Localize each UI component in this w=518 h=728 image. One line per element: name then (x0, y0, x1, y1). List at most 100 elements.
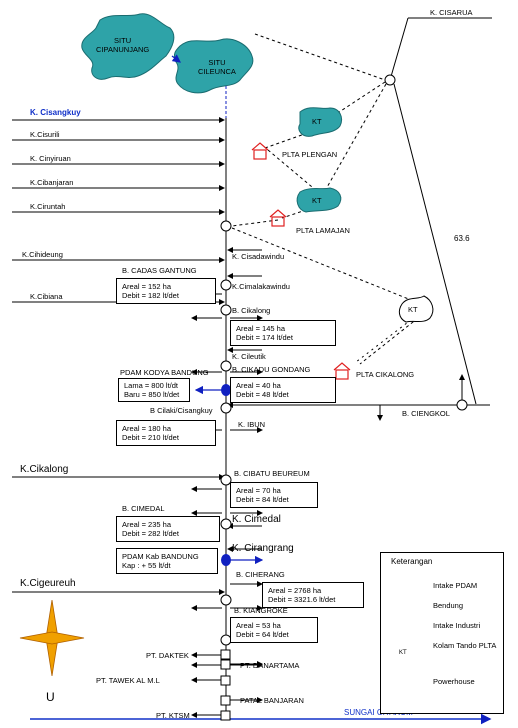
river-cisangkuy-label: K. Cisangkuy (30, 108, 81, 117)
box-cikalong: Areal = 145 ha Debit = 174 lt/det (230, 320, 336, 346)
box-line: Kap : + 55 lt/dt (122, 561, 171, 570)
box-pdam-kab: PDAM Kab BANDUNG Kap : + 55 lt/dt (116, 548, 218, 574)
situ-cipanunjang-shape (81, 13, 175, 80)
situ-cipanunjang-label: SITU CIPANUNJANG (96, 36, 149, 54)
river-cimalakawindu-label: K.Cimalakawindu (232, 282, 290, 291)
box-line: Areal = 145 ha (236, 324, 285, 333)
lake-label-line: CILEUNCA (198, 67, 236, 76)
cisarua-weir (384, 74, 396, 86)
dash-kt3-cikalong (359, 317, 419, 365)
box-line: Debit = 64 lt/det (236, 630, 289, 639)
pdam-kodya-intake (221, 384, 231, 396)
plta-cikalong-icon (333, 362, 351, 380)
weir-cikalong-label: B. Cikalong (232, 306, 271, 315)
box-line: Debit = 210 lt/det (122, 433, 179, 442)
weir-ciherang-label: B. CIHERANG (236, 570, 285, 579)
box-line: Debit = 174 lt/det (236, 333, 293, 342)
legend: Keterangan Intake PDAM Bendung Intake In… (380, 552, 504, 714)
box-cibatu: Areal = 70 ha Debit = 84 lt/det (230, 482, 318, 508)
lake-label-line: CIPANUNJANG (96, 45, 150, 54)
river-cisarua-label: K. CISARUA (430, 8, 473, 17)
box-line: Lama = 800 lt/dt (124, 381, 178, 390)
industry-danartama-label: PT. DANARTAMA (240, 661, 300, 670)
industry-daktek-label: PT. DAKTEK (146, 651, 189, 660)
tributary-lines (12, 117, 490, 595)
river-cinyiruan-label: K. Cinyiruan (30, 154, 71, 163)
pdam-kodya-label: PDAM KODYA BANDUNG (120, 368, 209, 377)
lake-connector-arrow (171, 54, 181, 63)
compass-icon (19, 599, 85, 677)
river-cihideung-label: K.Cihideung (22, 250, 63, 259)
legend-item-intake-industri: Intake Industri (433, 621, 481, 630)
offtake-arrows (191, 291, 263, 668)
river-ciruntah-label: K.Ciruntah (30, 202, 66, 211)
box-line: Areal = 152 ha (122, 282, 171, 291)
dash-cisarua-kt2 (321, 83, 387, 197)
situ-cileunca-label: SITU CILEUNCA (198, 58, 236, 76)
dash-kt3-cikalong-2 (355, 315, 417, 363)
situ-cileunca-shape (173, 38, 254, 94)
dash-cileunca-cisarua (254, 33, 386, 81)
plta-plengan-label: PLTA PLENGAN (282, 150, 338, 159)
box-line: Baru = 850 lt/det (124, 390, 180, 399)
legend-item-kolam-tando: Kolam Tando PLTA (433, 641, 497, 650)
weir-cimedal-label: B. CIMEDAL (122, 504, 165, 513)
box-line: Areal = 180 ha (122, 424, 171, 433)
kt-label-3: KT (408, 305, 418, 314)
box-cimedal: Areal = 235 ha Debit = 282 lt/det (116, 516, 220, 542)
box-pdam-kodya: Lama = 800 lt/dt Baru = 850 lt/det (118, 378, 190, 402)
legend-item-bendung: Bendung (433, 601, 464, 610)
kt-label-1: KT (312, 117, 322, 126)
box-line: Debit = 282 lt/det (122, 529, 179, 538)
weir-cadas-gantung-label: B. CADAS GANTUNG (122, 266, 197, 275)
box-line: Areal = 70 ha (236, 486, 281, 495)
river-cisadawindu-label: K. Cisadawindu (232, 252, 285, 261)
river-cileutik-label: K. Cileutik (232, 352, 266, 361)
weir-ciengkol-label: B. CIENGKOL (402, 409, 450, 418)
legend-item-powerhouse: Powerhouse (433, 677, 475, 686)
box-kiangroke: Areal = 53 ha Debit = 64 lt/det (230, 617, 318, 643)
line-cisarua-ciengkol (393, 83, 477, 405)
weir-cilaki-label: B Cilaki/Cisangkuy (150, 406, 213, 415)
plta-plengan-icon (251, 142, 269, 160)
river-cigeureuh-label: K.Cigeureuh (20, 578, 76, 589)
box-cikadu: Areal = 40 ha Debit = 48 lt/det (230, 377, 336, 403)
river-cirangrang-label: K. Cirangrang (232, 543, 294, 554)
industry-patal-label: PATAL BANJARAN (240, 696, 304, 705)
dash-plengan-kt2 (267, 149, 319, 193)
north-label: U (46, 690, 55, 704)
main-weirs (220, 220, 232, 646)
industry-tawek-label: PT. TAWEK AL M.L (96, 676, 160, 685)
kt-label-2: KT (312, 196, 322, 205)
river-citarum-label: SUNGAI CITARUM (344, 708, 413, 717)
plta-lamajan-icon (269, 209, 287, 227)
weir-cibatu-beureum-label: B. CIBATU BEUREUM (234, 469, 310, 478)
box-line: PDAM Kab BANDUNG (122, 552, 199, 561)
river-ibun-label: K. IBUN (238, 420, 266, 429)
weir-kiangroke-label: B. KIANGROKE (234, 606, 288, 615)
box-line: Debit = 182 lt/det (122, 291, 179, 300)
box-line: Debit = 3321.6 lt/det (268, 595, 336, 604)
legend-kt-label: KT (399, 650, 407, 656)
kt-pond-1 (298, 107, 343, 137)
lake-label-line: SITU (208, 58, 226, 67)
box-cilaki: Areal = 180 ha Debit = 210 lt/det (116, 420, 216, 446)
river-cikalong-label: K.Cikalong (20, 464, 69, 475)
kt-pond-2 (296, 187, 342, 213)
box-line: Debit = 48 lt/det (236, 390, 289, 399)
plta-cikalong-label: PLTA CIKALONG (356, 370, 415, 379)
kt-pond-3 (398, 295, 434, 323)
box-line: Areal = 2768 ha (268, 586, 322, 595)
cisarua-down (389, 17, 409, 81)
ciengkol-weir (456, 399, 468, 411)
box-cadas-gantung: Areal = 152 ha Debit = 182 lt/det (116, 278, 216, 304)
box-line: Areal = 40 ha (236, 381, 281, 390)
legend-item-intake-pdam: Intake PDAM (433, 581, 478, 590)
weir-cikadu-gondang-label: B. CIKADU GONDANG (232, 365, 311, 374)
industry-intakes (191, 649, 263, 721)
industry-ktsm-label: PT. KTSM (156, 711, 190, 720)
box-line: Areal = 235 ha (122, 520, 171, 529)
box-ciherang: Areal = 2768 ha Debit = 3321.6 lt/det (262, 582, 364, 608)
plta-lamajan-label: PLTA LAMAJAN (296, 226, 350, 235)
river-cibanjaran-label: K.Cibanjaran (30, 178, 74, 187)
